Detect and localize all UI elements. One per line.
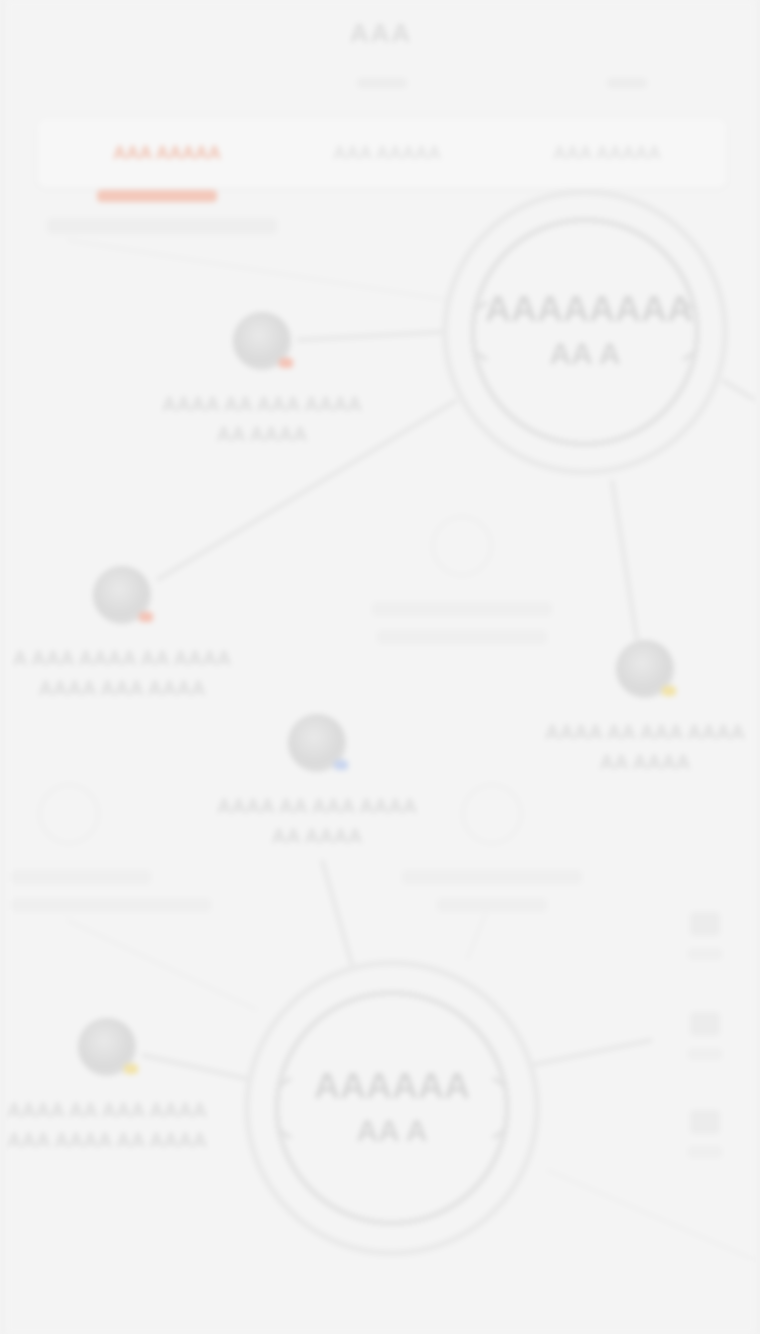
hub-2[interactable]: AAAAAA AA A xyxy=(292,1065,492,1149)
ghost-node-2 xyxy=(7,784,217,912)
edge-4 xyxy=(720,378,755,402)
app-frame: AAA AAA AAAAA AAA AAAAA AAA AAAAA xyxy=(7,0,755,1334)
hub-1-rings xyxy=(442,189,728,475)
network-graph xyxy=(66,189,755,1262)
member-node-3[interactable]: AAAA AA AAA AAAA AA AAAA xyxy=(545,640,745,778)
status-badge xyxy=(279,358,293,368)
user-avatar-icon[interactable] xyxy=(616,640,676,698)
side-item-2[interactable] xyxy=(685,1012,725,1060)
edge-6 xyxy=(141,1053,253,1082)
side-item-label xyxy=(688,1146,722,1158)
hub-2-rings xyxy=(244,960,540,1256)
subtitle-placeholder xyxy=(357,78,407,88)
member-name: AAAA AA AAA AAAA AA AAAA xyxy=(545,722,745,774)
subtitle-placeholder-right xyxy=(607,78,647,88)
tab-2[interactable]: AAA AAAAA xyxy=(333,143,441,163)
active-tab-indicator xyxy=(97,190,217,202)
member-name: AAAA AA AAA AAAA AA AAAA xyxy=(217,796,417,848)
placeholder-text xyxy=(372,602,552,616)
hub-1[interactable]: AAAAAAAA AA A xyxy=(485,288,693,372)
member-name: AAAA AA AAA AAAA AA AAAA xyxy=(162,394,362,446)
edge-faint-2 xyxy=(66,918,258,1012)
hub-1-value: AA A xyxy=(549,338,621,371)
hub-2-label: AAAAAA xyxy=(314,1065,470,1106)
placeholder-node-icon xyxy=(462,784,522,844)
ghost-node-3 xyxy=(392,784,592,912)
side-item-icon xyxy=(690,912,720,936)
edge-1 xyxy=(296,330,443,342)
edge-faint-3 xyxy=(465,909,489,961)
member-name: AAAA AA AAA AAAA AAA AAAA AA AAAA xyxy=(7,1100,207,1152)
side-item-icon xyxy=(690,1012,720,1036)
member-node-4[interactable]: AAAA AA AAA AAAA AA AAAA xyxy=(217,714,417,852)
member-node-2[interactable]: A AAA AAAA AA AAAA AAAA AAA AAAA xyxy=(12,566,232,704)
side-item-1[interactable] xyxy=(685,912,725,960)
placeholder-text xyxy=(377,630,547,644)
member-node-1[interactable]: AAAA AA AAA AAAA AA AAAA xyxy=(162,312,362,450)
hint-text-placeholder xyxy=(47,218,277,234)
member-node-5[interactable]: AAAA AA AAA AAAA AAA AAAA AA AAAA xyxy=(7,1018,207,1156)
placeholder-text xyxy=(11,870,151,884)
edge-faint-4 xyxy=(546,1168,755,1262)
user-avatar-icon[interactable] xyxy=(78,1018,138,1076)
edge-3 xyxy=(610,479,639,641)
side-item-label xyxy=(688,1048,722,1060)
tab-bar: AAA AAAAA AAA AAAAA AAA AAAAA xyxy=(37,118,727,188)
edge-2 xyxy=(155,398,459,582)
hub-1-label: AAAAAAAA xyxy=(485,288,693,329)
placeholder-text xyxy=(437,898,547,912)
member-name: A AAA AAAA AA AAAA AAAA AAA AAAA xyxy=(12,648,232,700)
status-badge xyxy=(662,686,676,696)
tab-1[interactable]: AAA AAAAA xyxy=(113,143,221,163)
placeholder-text xyxy=(402,870,582,884)
status-badge xyxy=(124,1064,138,1074)
side-item-label xyxy=(688,948,722,960)
side-item-icon xyxy=(690,1110,720,1134)
page-title: AAA xyxy=(349,18,413,48)
status-badge xyxy=(139,612,153,622)
placeholder-node-icon xyxy=(39,784,99,844)
tab-3[interactable]: AAA AAAAA xyxy=(553,143,661,163)
status-badge xyxy=(334,760,348,770)
user-avatar-icon[interactable] xyxy=(233,312,293,370)
placeholder-node-icon xyxy=(432,516,492,576)
ghost-node-1 xyxy=(362,516,562,644)
edge-5 xyxy=(320,859,354,966)
user-avatar-icon[interactable] xyxy=(93,566,153,624)
edge-7 xyxy=(531,1038,653,1067)
side-item-3[interactable] xyxy=(685,1110,725,1158)
user-avatar-icon[interactable] xyxy=(288,714,348,772)
placeholder-text xyxy=(11,898,211,912)
edge-faint-1 xyxy=(66,238,448,302)
hub-2-value: AA A xyxy=(356,1115,428,1148)
